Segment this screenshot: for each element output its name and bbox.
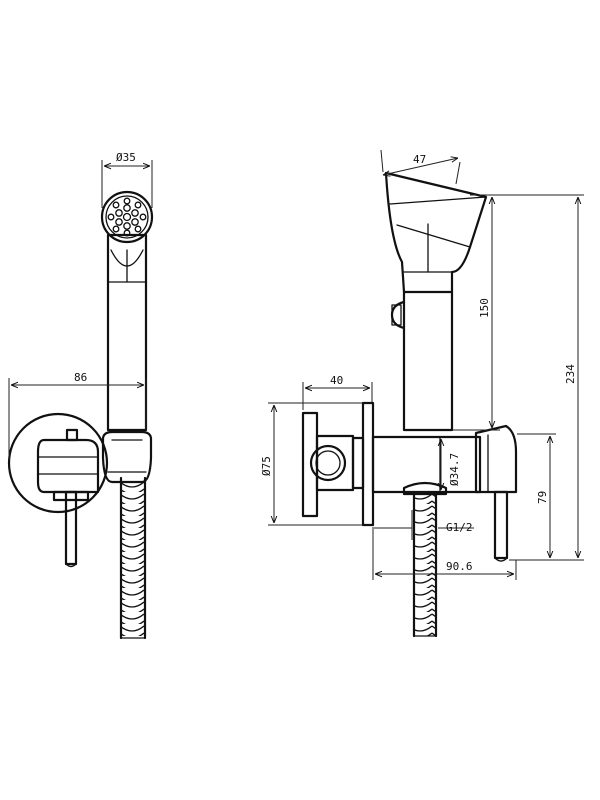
front-wall-rosette: [7, 412, 109, 514]
side-handset-head: [384, 171, 488, 294]
label-hose-reach-width: 86: [74, 371, 87, 384]
dim-outlet-height: 79: [509, 433, 556, 561]
side-view: 47 150 234 40 Ø75: [260, 149, 584, 638]
front-view: Ø35 86: [7, 151, 154, 640]
label-thread: G1/2: [446, 521, 473, 534]
dim-projection: 90.6: [372, 527, 517, 580]
dim-hose-reach-width: 86: [8, 371, 147, 460]
label-spray-head-diameter: Ø35: [116, 151, 136, 164]
side-wall-flange: [361, 401, 375, 527]
dim-body-diameter: Ø34.7: [441, 439, 461, 490]
front-holder-bracket: [101, 430, 153, 484]
front-handset: [106, 233, 148, 432]
label-valve-depth: 40: [330, 374, 343, 387]
side-hose: [402, 481, 448, 638]
dim-thread: G1/2: [374, 510, 474, 540]
front-spray-head: [100, 190, 154, 244]
label-handle-length: 150: [478, 298, 491, 318]
dim-total-height: 234: [470, 194, 584, 561]
side-lever-cap: [301, 411, 365, 518]
dim-valve-depth: 40: [302, 374, 373, 410]
label-flange-diameter: Ø75: [260, 456, 273, 476]
dim-flange-diameter: Ø75: [260, 402, 362, 526]
dim-handle-length: 150: [453, 194, 500, 431]
front-valve: [36, 428, 100, 568]
label-total-height: 234: [564, 364, 577, 384]
front-hose: [119, 476, 147, 640]
dim-head-depth: 47: [380, 149, 461, 185]
dim-spray-head-diameter: Ø35: [101, 151, 153, 208]
side-handle: [390, 290, 454, 432]
label-head-depth: 47: [413, 153, 426, 166]
label-outlet-height: 79: [536, 491, 549, 504]
label-projection: 90.6: [446, 560, 473, 573]
label-body-diameter: Ø34.7: [448, 453, 461, 486]
